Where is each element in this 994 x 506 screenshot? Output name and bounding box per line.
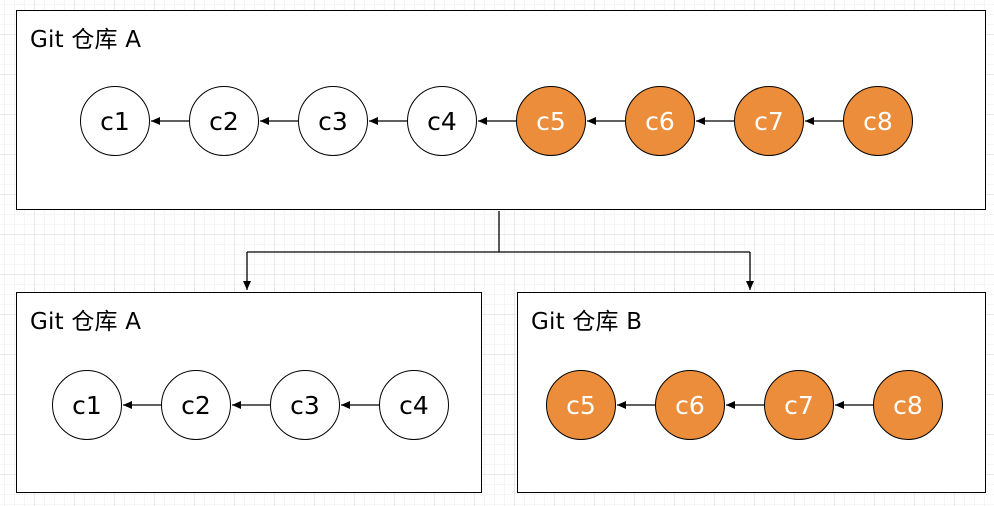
commit-node-c8: c8 [873, 370, 943, 440]
commit-node-c3: c3 [270, 370, 340, 440]
commit-node-c4: c4 [379, 370, 449, 440]
commit-label: c4 [399, 390, 429, 420]
commit-node-c6: c6 [625, 86, 695, 156]
commit-node-c1: c1 [80, 86, 150, 156]
commit-label: c4 [427, 106, 457, 136]
commit-label: c1 [72, 390, 102, 420]
commit-label: c5 [566, 390, 596, 420]
commit-node-c7: c7 [764, 370, 834, 440]
repo-title: Git 仓库 A [30, 309, 142, 335]
commit-node-c5: c5 [546, 370, 616, 440]
split-connector [243, 211, 754, 290]
repo-title: Git 仓库 A [30, 27, 142, 53]
commit-node-c2: c2 [189, 86, 259, 156]
commit-label: c2 [209, 106, 239, 136]
commit-label: c5 [536, 106, 566, 136]
commit-label: c8 [893, 390, 923, 420]
commit-label: c3 [290, 390, 320, 420]
commit-label: c8 [863, 106, 893, 136]
commit-node-c6: c6 [655, 370, 725, 440]
commit-node-c1: c1 [52, 370, 122, 440]
commit-node-c3: c3 [298, 86, 368, 156]
commit-label: c3 [318, 106, 348, 136]
commit-label: c7 [784, 390, 814, 420]
repo-box-top: Git 仓库 A [16, 10, 986, 210]
commit-label: c6 [645, 106, 675, 136]
commit-node-c5: c5 [516, 86, 586, 156]
commit-label: c1 [100, 106, 130, 136]
commit-label: c2 [181, 390, 211, 420]
commit-node-c4: c4 [407, 86, 477, 156]
commit-node-c2: c2 [161, 370, 231, 440]
repo-title: Git 仓库 B [531, 309, 643, 335]
commit-label: c7 [754, 106, 784, 136]
commit-node-c8: c8 [843, 86, 913, 156]
commit-node-c7: c7 [734, 86, 804, 156]
commit-label: c6 [675, 390, 705, 420]
